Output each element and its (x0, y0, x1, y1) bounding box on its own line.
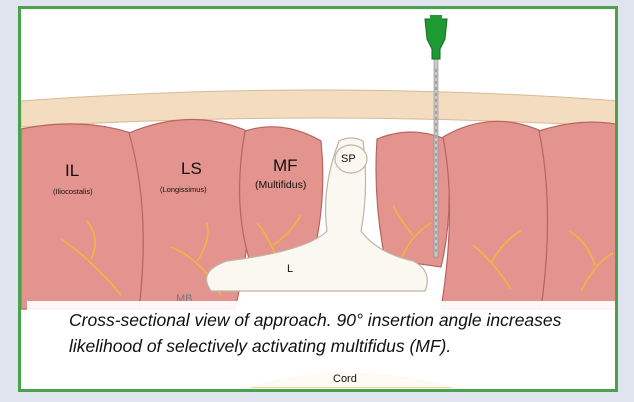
skin-layer (21, 90, 618, 127)
label-sp: SP (341, 153, 356, 165)
diagram-frame: IL (Iliocostalis) LS (Longissimus) MF (M… (18, 6, 618, 392)
label-cord: Cord (333, 373, 357, 385)
label-il: IL (65, 161, 79, 181)
label-l: L (287, 263, 293, 275)
label-mf: MF (273, 156, 298, 176)
label-ls-sub: (Longissimus) (160, 185, 207, 194)
label-il-sub: (Iliocostalis) (53, 187, 93, 196)
muscle-iliocostalis-right (539, 122, 618, 309)
label-ls: LS (181, 159, 202, 179)
label-mf-sub: (Multifidus) (255, 179, 306, 191)
muscle-longissimus-right (441, 121, 548, 309)
muscle-iliocostalis (21, 124, 144, 309)
caption-text: Cross-sectional view of approach. 90° in… (69, 307, 609, 359)
needle-hub-icon (425, 19, 447, 59)
